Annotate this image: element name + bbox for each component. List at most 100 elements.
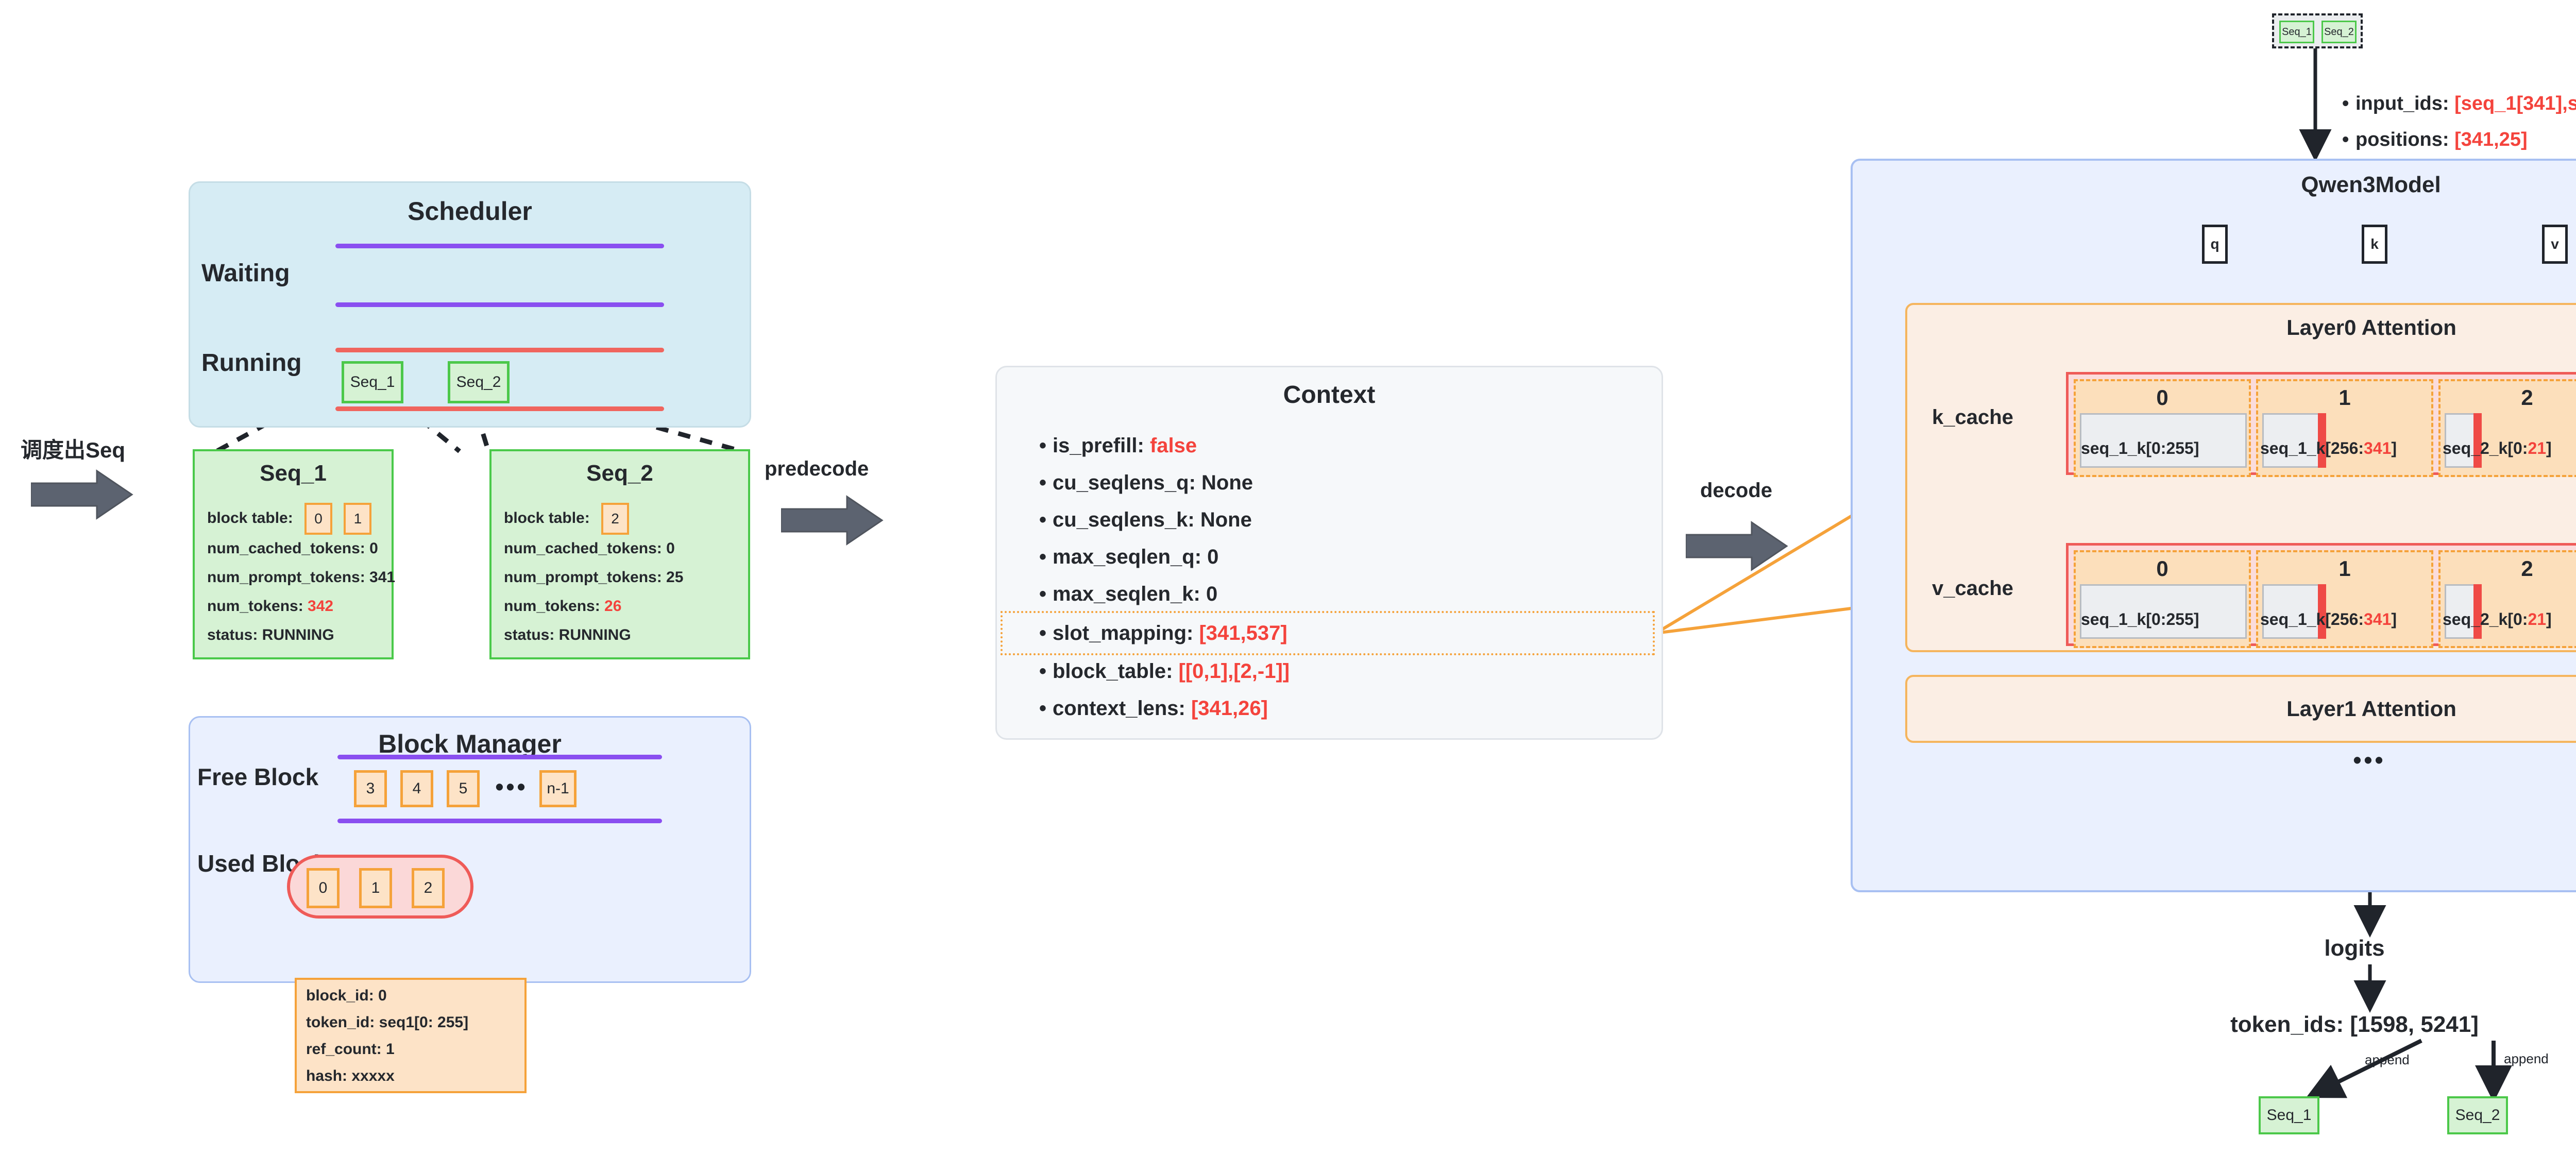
positions-key: positions: xyxy=(2355,129,2455,150)
context-row-is-prefill-value: false xyxy=(1149,434,1197,457)
v-cache-cell-0-index: 0 xyxy=(2156,556,2168,581)
k-cache-cell-1[interactable]: 1 seq_1_k[256:341] xyxy=(2256,379,2433,477)
output-seq-chip-1[interactable]: Seq_1 xyxy=(2259,1096,2319,1134)
v-cache-cell-1-text-red: 341 xyxy=(2364,610,2392,629)
bullet-icon: • xyxy=(1039,508,1047,531)
v-cache-cell-2[interactable]: 2 seq_2_k[0:21] xyxy=(2438,550,2576,648)
output-seq-chip-2[interactable]: Seq_2 xyxy=(2447,1096,2508,1134)
k-tensor-box: k xyxy=(2362,225,2387,264)
bullet-icon: • xyxy=(1039,660,1047,683)
context-row-context-lens-value: [341,26] xyxy=(1191,697,1268,720)
v-cache-cell-2-fill xyxy=(2445,584,2477,639)
free-block-5[interactable]: 5 xyxy=(447,770,480,807)
seq-card-2-num-tokens-value: 26 xyxy=(604,598,622,615)
v-cache-cell-0-text: seq_1_k[0:255] xyxy=(2081,610,2199,629)
running-queue-bottom-rule xyxy=(335,406,664,411)
running-seq-chip-1-label: Seq_1 xyxy=(350,373,395,390)
k-cache-label: k_cache xyxy=(1932,406,2013,429)
seq-card-2-block-table-label: block table: xyxy=(504,509,590,526)
q-tensor-box: q xyxy=(2202,225,2228,264)
v-cache-cell-0-fill xyxy=(2080,584,2247,639)
running-seq-chip-1[interactable]: Seq_1 xyxy=(342,361,403,403)
k-cache-cell-2-text: seq_2_k[0:21] xyxy=(2443,439,2552,458)
seq-card-2: Seq_2 block table: 2 num_cached_tokens: … xyxy=(489,449,750,659)
k-cache-cell-2[interactable]: 2 seq_2_k[0:21] xyxy=(2438,379,2576,477)
context-row-slot-mapping-key: slot_mapping: xyxy=(1053,622,1199,644)
bullet-icon: • xyxy=(1039,583,1047,605)
input-seq-chip-2[interactable]: Seq_2 xyxy=(2321,21,2357,43)
k-cache-cell-0[interactable]: 0 seq_1_k[0:255] xyxy=(2074,379,2251,477)
k-cache-row: 0 seq_1_k[0:255] 1 seq_1_k[256:341] 2 xyxy=(2066,372,2576,477)
slot-mapping-highlight-box xyxy=(1001,611,1655,655)
seq-card-2-block-0[interactable]: 2 xyxy=(601,503,630,535)
seq-card-1-block-0[interactable]: 0 xyxy=(304,503,333,535)
bullet-icon: • xyxy=(2342,129,2349,150)
bullet-icon: • xyxy=(2342,93,2349,114)
append-label-1: append xyxy=(2365,1052,2410,1067)
seq-card-1-title: Seq_1 xyxy=(260,461,327,486)
seq-card-2-num-prompt-tokens: num_prompt_tokens: 25 xyxy=(504,569,684,586)
block-detail-hash: hash: xxxxx xyxy=(306,1067,395,1084)
decode-arrow-label: decode xyxy=(1700,479,1773,502)
context-row-block-table-key: block_table: xyxy=(1053,660,1179,683)
seq-card-1-num-cached-tokens: num_cached_tokens: 0 xyxy=(207,540,378,557)
v-cache-cell-1[interactable]: 1 seq_1_k[256:341] xyxy=(2256,550,2433,648)
context-row-cu-seqlens-k-key: cu_seqlens_k: None xyxy=(1053,508,1252,531)
input-seq-group: Seq_1 Seq_2 xyxy=(2272,13,2363,48)
seq-card-2-num-cached-tokens: num_cached_tokens: 0 xyxy=(504,540,675,557)
seq-card-2-title: Seq_2 xyxy=(586,461,653,486)
positions-value: [341,25] xyxy=(2454,129,2528,150)
k-cache-cell-0-fill xyxy=(2080,413,2247,468)
schedule-arrow-icon xyxy=(31,469,133,520)
context-row-max-seqlen-q: •max_seqlen_q: 0 xyxy=(1039,546,1218,569)
input-ids-value: [seq_1[341],seq_2[21]] xyxy=(2454,93,2576,114)
block-detail-token-id: token_id: seq1[0: 255] xyxy=(306,1014,469,1031)
used-block-0[interactable]: 0 xyxy=(307,868,340,908)
v-cache-cell-0[interactable]: 0 seq_1_k[0:255] xyxy=(2074,550,2251,648)
predecode-arrow-icon xyxy=(781,495,884,546)
v-cache-cell-2-text-red: 21 xyxy=(2528,610,2547,629)
k-cache-cell-1-text-red: 341 xyxy=(2364,439,2392,457)
v-cache-cell-0-text-black: seq_1_k[0:255] xyxy=(2081,610,2199,629)
seq-card-1-block-1[interactable]: 1 xyxy=(344,503,372,535)
seq-card-1-num-prompt-tokens: num_prompt_tokens: 341 xyxy=(207,569,396,586)
k-cache-cell-1-text-tail: ] xyxy=(2391,439,2397,457)
input-seq-chip-1[interactable]: Seq_1 xyxy=(2279,21,2314,43)
context-row-context-lens: •context_lens: [341,26] xyxy=(1039,697,1268,720)
seq-card-1-block-table-row: block table: 0 1 xyxy=(207,503,372,535)
context-row-block-table: • block_table: [[0,1],[2,-1]] xyxy=(1039,660,1290,683)
seq-card-2-block-table-row: block table: 2 xyxy=(504,503,630,535)
free-block-3[interactable]: 3 xyxy=(354,770,387,807)
waiting-queue-top-rule xyxy=(335,244,664,248)
context-row-slot-mapping-value: [341,537] xyxy=(1199,622,1287,644)
v-cache-cell-2-text: seq_2_k[0:21] xyxy=(2443,610,2552,629)
free-block-last[interactable]: n-1 xyxy=(539,770,577,807)
k-cache-cell-0-text: seq_1_k[0:255] xyxy=(2081,439,2199,458)
used-block-1[interactable]: 1 xyxy=(359,868,392,908)
context-row-max-seqlen-k: •max_seqlen_k: 0 xyxy=(1039,583,1217,606)
context-row-cu-seqlens-q-key: cu_seqlens_q: None xyxy=(1053,471,1253,494)
context-title: Context xyxy=(1283,381,1376,409)
logits-label: logits xyxy=(2324,936,2385,961)
running-seq-chip-2[interactable]: Seq_2 xyxy=(448,361,510,403)
qwen3model-title: Qwen3Model xyxy=(2301,172,2441,197)
context-row-slot-mapping: •slot_mapping: [341,537] xyxy=(1039,622,1287,645)
v-cache-cell-2-write-marker xyxy=(2473,584,2482,639)
context-row-block-table-value: [[0,1],[2,-1]] xyxy=(1178,660,1290,683)
seq-card-2-num-tokens: num_tokens: 26 xyxy=(504,598,621,615)
scheduler-panel: Scheduler Waiting Running Seq_1 Seq_2 xyxy=(189,181,751,428)
v-cache-label: v_cache xyxy=(1932,577,2013,600)
free-block-4[interactable]: 4 xyxy=(400,770,433,807)
seq-card-1-num-tokens: num_tokens: 342 xyxy=(207,598,333,615)
decode-arrow-icon xyxy=(1686,521,1788,571)
layer0-attention-title: Layer0 Attention xyxy=(2286,315,2456,339)
k-cache-cell-2-text-tail: ] xyxy=(2546,439,2552,457)
k-cache-cell-1-text: seq_1_k[256:341] xyxy=(2260,439,2397,458)
k-cache-cell-1-text-black: seq_1_k[256: xyxy=(2260,439,2364,457)
input-ids-row: •input_ids: [seq_1[341],seq_2[21]] xyxy=(2342,93,2576,115)
k-cache-cell-2-index: 2 xyxy=(2521,385,2533,410)
used-block-2[interactable]: 2 xyxy=(412,868,445,908)
context-row-max-seqlen-q-key: max_seqlen_q: 0 xyxy=(1053,546,1219,568)
block-manager-panel: Block Manager Free Block 3 4 5 ••• n-1 U… xyxy=(189,716,751,983)
